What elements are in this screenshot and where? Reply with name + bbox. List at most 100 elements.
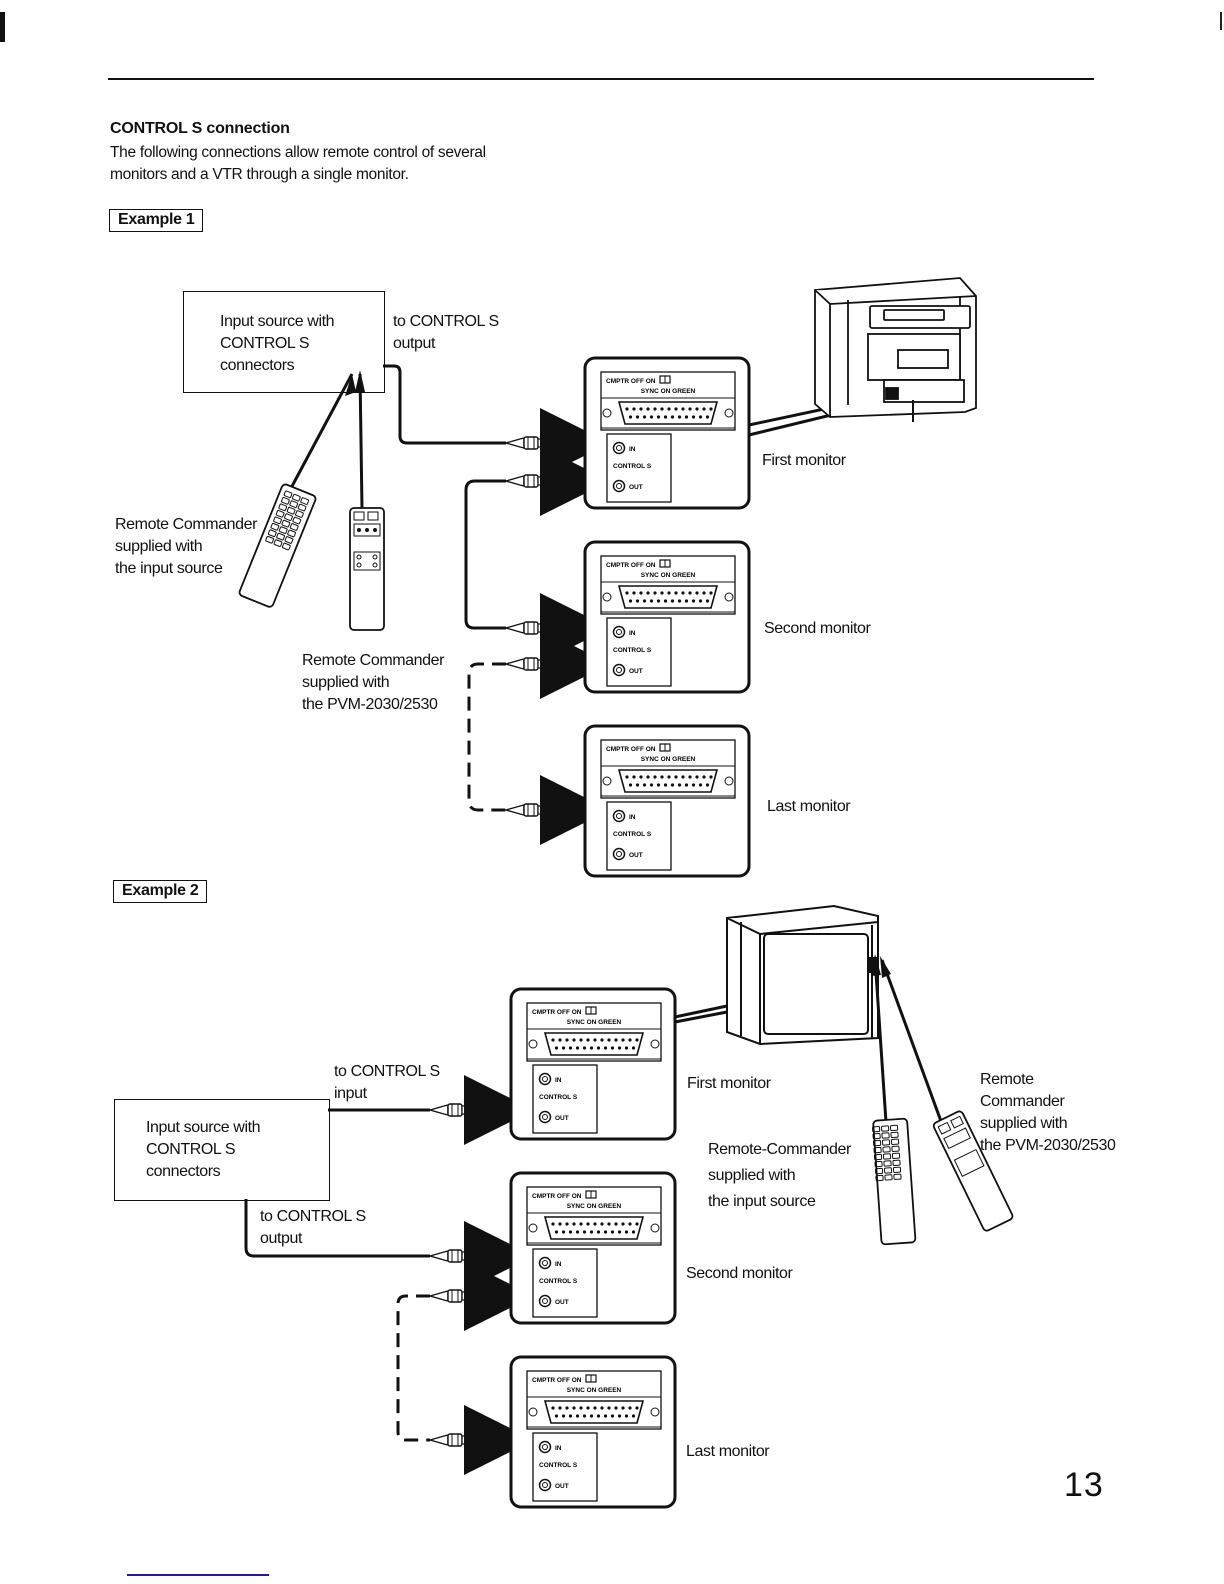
label-line: the input source [708,1193,816,1210]
remote-key [890,1131,899,1139]
remote-key [283,490,293,499]
first-monitor-connector-panel [509,987,677,1141]
scan-edge-mark [1220,12,1222,30]
remote-key [872,1125,881,1133]
remote-commander-icon [871,954,917,1246]
remote-key [892,1159,901,1166]
label-line: supplied with [980,1115,1068,1132]
plug-icon [429,1103,481,1117]
last-monitor-connector-panel [509,1355,677,1509]
remote-key [281,542,291,551]
plug-icon [429,1433,481,1447]
remote-key [292,516,302,525]
remote-key [880,1125,890,1132]
intro-paragraph: The following connections allow remote c… [110,142,580,186]
remote-key [284,536,294,544]
monitor-front-icon [726,904,879,1046]
plug-icon [429,1289,481,1303]
remote-key [281,496,290,505]
remote-key [295,510,304,518]
label-line: the input source [115,560,223,577]
label-line: to CONTROL S [260,1208,366,1225]
remote-key [881,1139,891,1146]
cable-daisy [464,479,506,630]
remote-key [284,513,293,521]
header-rule [108,78,1094,80]
label-line: Remote [980,1071,1034,1088]
remote-key [276,532,285,541]
last-monitor-connector-panel [583,724,751,878]
plug-icon [505,621,557,635]
remote-key [287,529,296,538]
remote-key [881,1132,890,1139]
remote-key [884,1174,893,1181]
remote-key [297,503,307,512]
remote-key [872,1139,882,1147]
remote-key [270,522,280,531]
remote-key [872,1132,881,1140]
plug-icon [505,474,557,488]
remote-key [278,526,288,534]
page-number: 13 [1064,1466,1104,1504]
label-line: to CONTROL S [393,313,499,330]
remote-key [890,1138,900,1146]
second-monitor-label: Second monitor [686,1265,793,1282]
remote-key [874,1160,883,1168]
remote-commander-pvm-label: Remote Commander supplied with the PVM-2… [980,1069,1116,1157]
to-control-s-output-label: to CONTROL S output [260,1206,366,1250]
remote-commander-icon [238,373,356,608]
label-line: Remote Commander [115,516,258,533]
leader-line [674,1004,728,1024]
intro-line: The following connections allow remote c… [110,144,486,161]
footer-link-rule [127,1574,269,1576]
remote-key [267,529,277,538]
cable-output [244,1199,430,1258]
remote-key [874,1167,884,1175]
example-2-label: Example 2 [113,880,208,903]
input-source-box: Input source with CONTROL S connectors [114,1099,330,1201]
remote-key [891,1145,900,1153]
label-line: Commander [980,1093,1065,1110]
remote-key [275,509,285,518]
intro-line: monitors and a VTR through a single moni… [110,166,409,183]
input-source-line: Input source with [220,313,335,330]
remote-key [883,1167,893,1174]
remote-key [892,1166,902,1173]
plug-icon [505,657,557,671]
remote-key [286,506,296,515]
input-source-line: CONTROL S [146,1141,236,1158]
remote-key [875,1174,884,1182]
input-source-line: Input source with [146,1119,261,1136]
example-1-label: Example 1 [109,209,204,232]
monitor-rear-icon [814,277,977,422]
second-monitor-label: Second monitor [764,620,871,637]
label-line: Remote-Commander [708,1141,851,1158]
plug-icon [429,1249,481,1263]
label-line: output [393,335,436,352]
remote-key [882,1153,892,1160]
second-monitor-connector-panel [583,540,751,694]
remote-key [273,516,282,525]
remote-commander-icon [880,956,1014,1232]
plug-icon [505,436,557,450]
input-source-line: connectors [220,357,295,374]
input-source-box: Input source with CONTROL S connectors [183,291,385,393]
plug-icon [505,803,557,817]
remote-key [882,1146,891,1153]
input-source-line: CONTROL S [220,335,310,352]
remote-key [265,535,275,544]
remote-key [278,503,288,512]
remote-key [289,500,299,509]
label-line: the PVM-2030/2530 [980,1137,1116,1154]
scan-edge-mark [0,12,5,42]
last-monitor-label: Last monitor [686,1443,770,1460]
remote-key [300,497,310,505]
remote-key [291,493,301,502]
label-line: output [260,1230,303,1247]
first-monitor-label: First monitor [687,1075,771,1092]
label-line: supplied with [302,674,390,691]
remote-key [289,523,299,531]
remote-key [281,519,291,528]
last-monitor-label: Last monitor [767,798,851,815]
label-line: to CONTROL S [334,1063,440,1080]
